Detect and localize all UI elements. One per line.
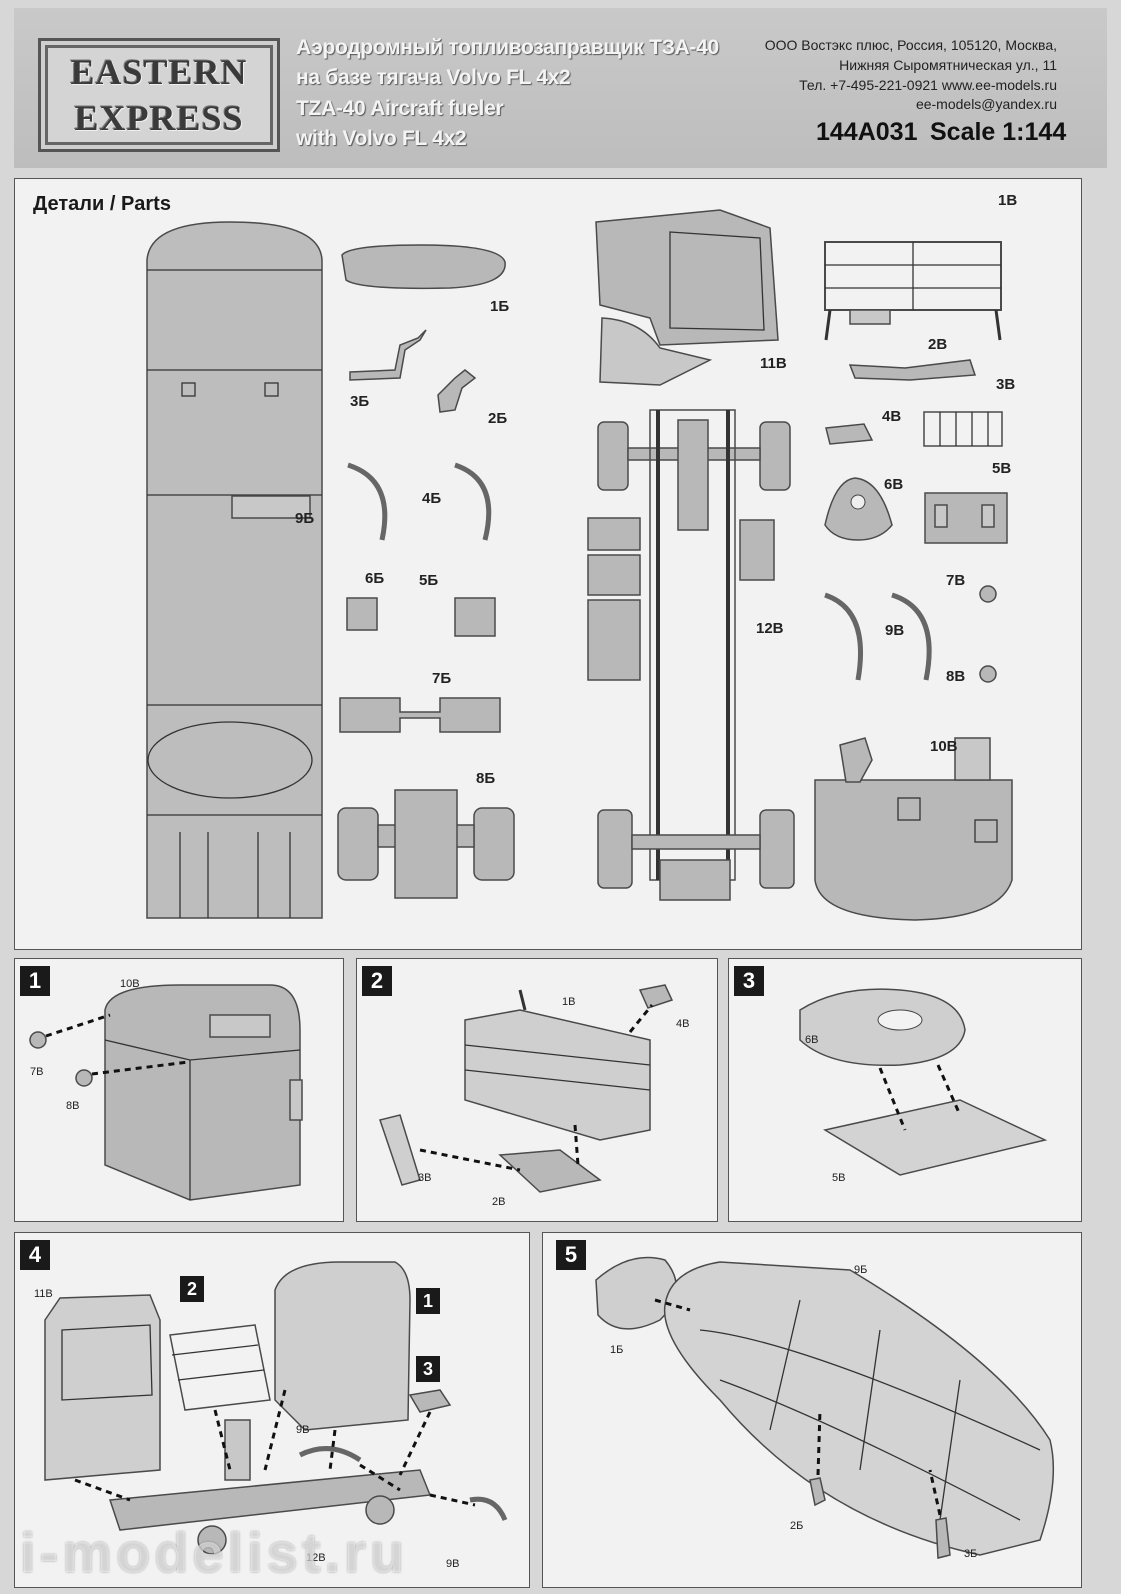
step-1-number: 1: [20, 966, 50, 996]
title-ru-1: Аэродромный топливозаправщик ТЗА-40: [296, 36, 719, 59]
title-en-1: TZA-40 Aircraft fueler: [296, 97, 504, 120]
body-part-10v: [814, 737, 1013, 921]
label-6b: 6Б: [365, 570, 385, 587]
step-5-number: 5: [556, 1240, 586, 1270]
step-5-label-3b: 3Б: [964, 1548, 978, 1560]
step-4-label-9v-top: 9В: [296, 1424, 310, 1436]
step-5-label-1b: 1Б: [610, 1344, 624, 1356]
step-1-label-7v: 7В: [30, 1066, 44, 1078]
parts-title: Детали / Parts: [33, 193, 171, 215]
address-line-1: ООО Востэкс плюс, Россия, 105120, Москва…: [764, 37, 1057, 53]
label-2v: 2В: [928, 336, 948, 353]
step-4-ref-2: 2: [180, 1276, 204, 1302]
part-6b: [346, 597, 378, 631]
tank-part-9b: [146, 221, 323, 919]
label-3v: 3В: [996, 376, 1016, 393]
cab-part-11b: [595, 209, 779, 386]
part-2v: [848, 359, 977, 381]
watermark-text: i-modelist.ru: [20, 1521, 409, 1584]
label-1b: 1Б: [490, 298, 510, 315]
part-5b: [454, 597, 496, 637]
step-5-label-9b: 9Б: [854, 1264, 868, 1276]
address-line-2: Нижняя Сыромятническая ул., 11: [839, 57, 1057, 73]
address-email: ee-models@yandex.ru: [915, 96, 1057, 112]
pipe-part-3b: [349, 329, 427, 381]
part-8v: [979, 665, 997, 683]
step-4-label-11v: 11В: [34, 1288, 53, 1300]
label-6v: 6В: [884, 476, 904, 493]
step-1-label-8v: 8В: [66, 1100, 80, 1112]
step-4-label-9v-bottom: 9В: [446, 1558, 460, 1570]
label-5b: 5Б: [419, 572, 439, 589]
label-7b: 7Б: [432, 670, 452, 687]
step-3-label-6v: 6В: [805, 1034, 819, 1046]
label-8v: 8В: [946, 668, 966, 685]
pipe-part-2b: [437, 369, 477, 413]
scale-label: Scale 1:144: [930, 118, 1067, 146]
part-7b: [339, 697, 501, 733]
label-12v: 12В: [756, 620, 784, 637]
step-2-label-2v: 2В: [492, 1196, 506, 1208]
step-1-label-10v: 10В: [120, 978, 140, 990]
label-5v: 5В: [992, 460, 1012, 477]
step-5-label-2b: 2Б: [790, 1520, 804, 1532]
part-7v: [979, 585, 997, 603]
step-3-number: 3: [734, 966, 764, 996]
eastern-express-logo: EASTERN EXPRESS: [38, 38, 280, 152]
label-8b: 8Б: [476, 770, 496, 787]
label-9v: 9В: [885, 622, 905, 639]
label-2b: 2Б: [488, 410, 508, 427]
part-4v: [825, 423, 874, 445]
step-2-label-3v: 3В: [418, 1172, 432, 1184]
title-ru-2: на базе тягача Volvo FL 4x2: [296, 66, 571, 89]
ladder-part-3v: [923, 411, 1003, 447]
step-4-label-12v: 12В: [306, 1552, 326, 1564]
label-10v: 10В: [930, 738, 958, 755]
label-1v: 1В: [998, 192, 1018, 209]
article-number: 144A031: [816, 118, 918, 146]
address-phone-site: Тел. +7-495-221-0921 www.ee-models.ru: [799, 77, 1057, 93]
step-4-ref-1: 1: [416, 1288, 440, 1314]
label-7v: 7В: [946, 572, 966, 589]
step-3-label-5v: 5В: [832, 1172, 846, 1184]
axle-part-8b: [337, 789, 515, 899]
logo-line-1: EASTERN: [70, 52, 248, 92]
logo-line-2: EXPRESS: [74, 98, 244, 138]
step-2-number: 2: [362, 966, 392, 996]
title-en-2: with Volvo FL 4x2: [296, 127, 467, 150]
step-2-label-1v: 1В: [562, 996, 576, 1008]
rack-part-1v: [824, 241, 1002, 341]
label-11v: 11В: [760, 355, 787, 372]
lid-part-1b: [341, 244, 506, 290]
chassis-part-12b: [587, 409, 795, 901]
step-2-label-4v: 4В: [676, 1018, 690, 1030]
label-4v: 4В: [882, 408, 902, 425]
label-3b: 3Б: [350, 393, 370, 410]
step-4-ref-3: 3: [416, 1356, 440, 1382]
step-4-number: 4: [20, 1240, 50, 1270]
label-4b: 4Б: [422, 490, 442, 507]
label-9b: 9Б: [295, 510, 315, 527]
